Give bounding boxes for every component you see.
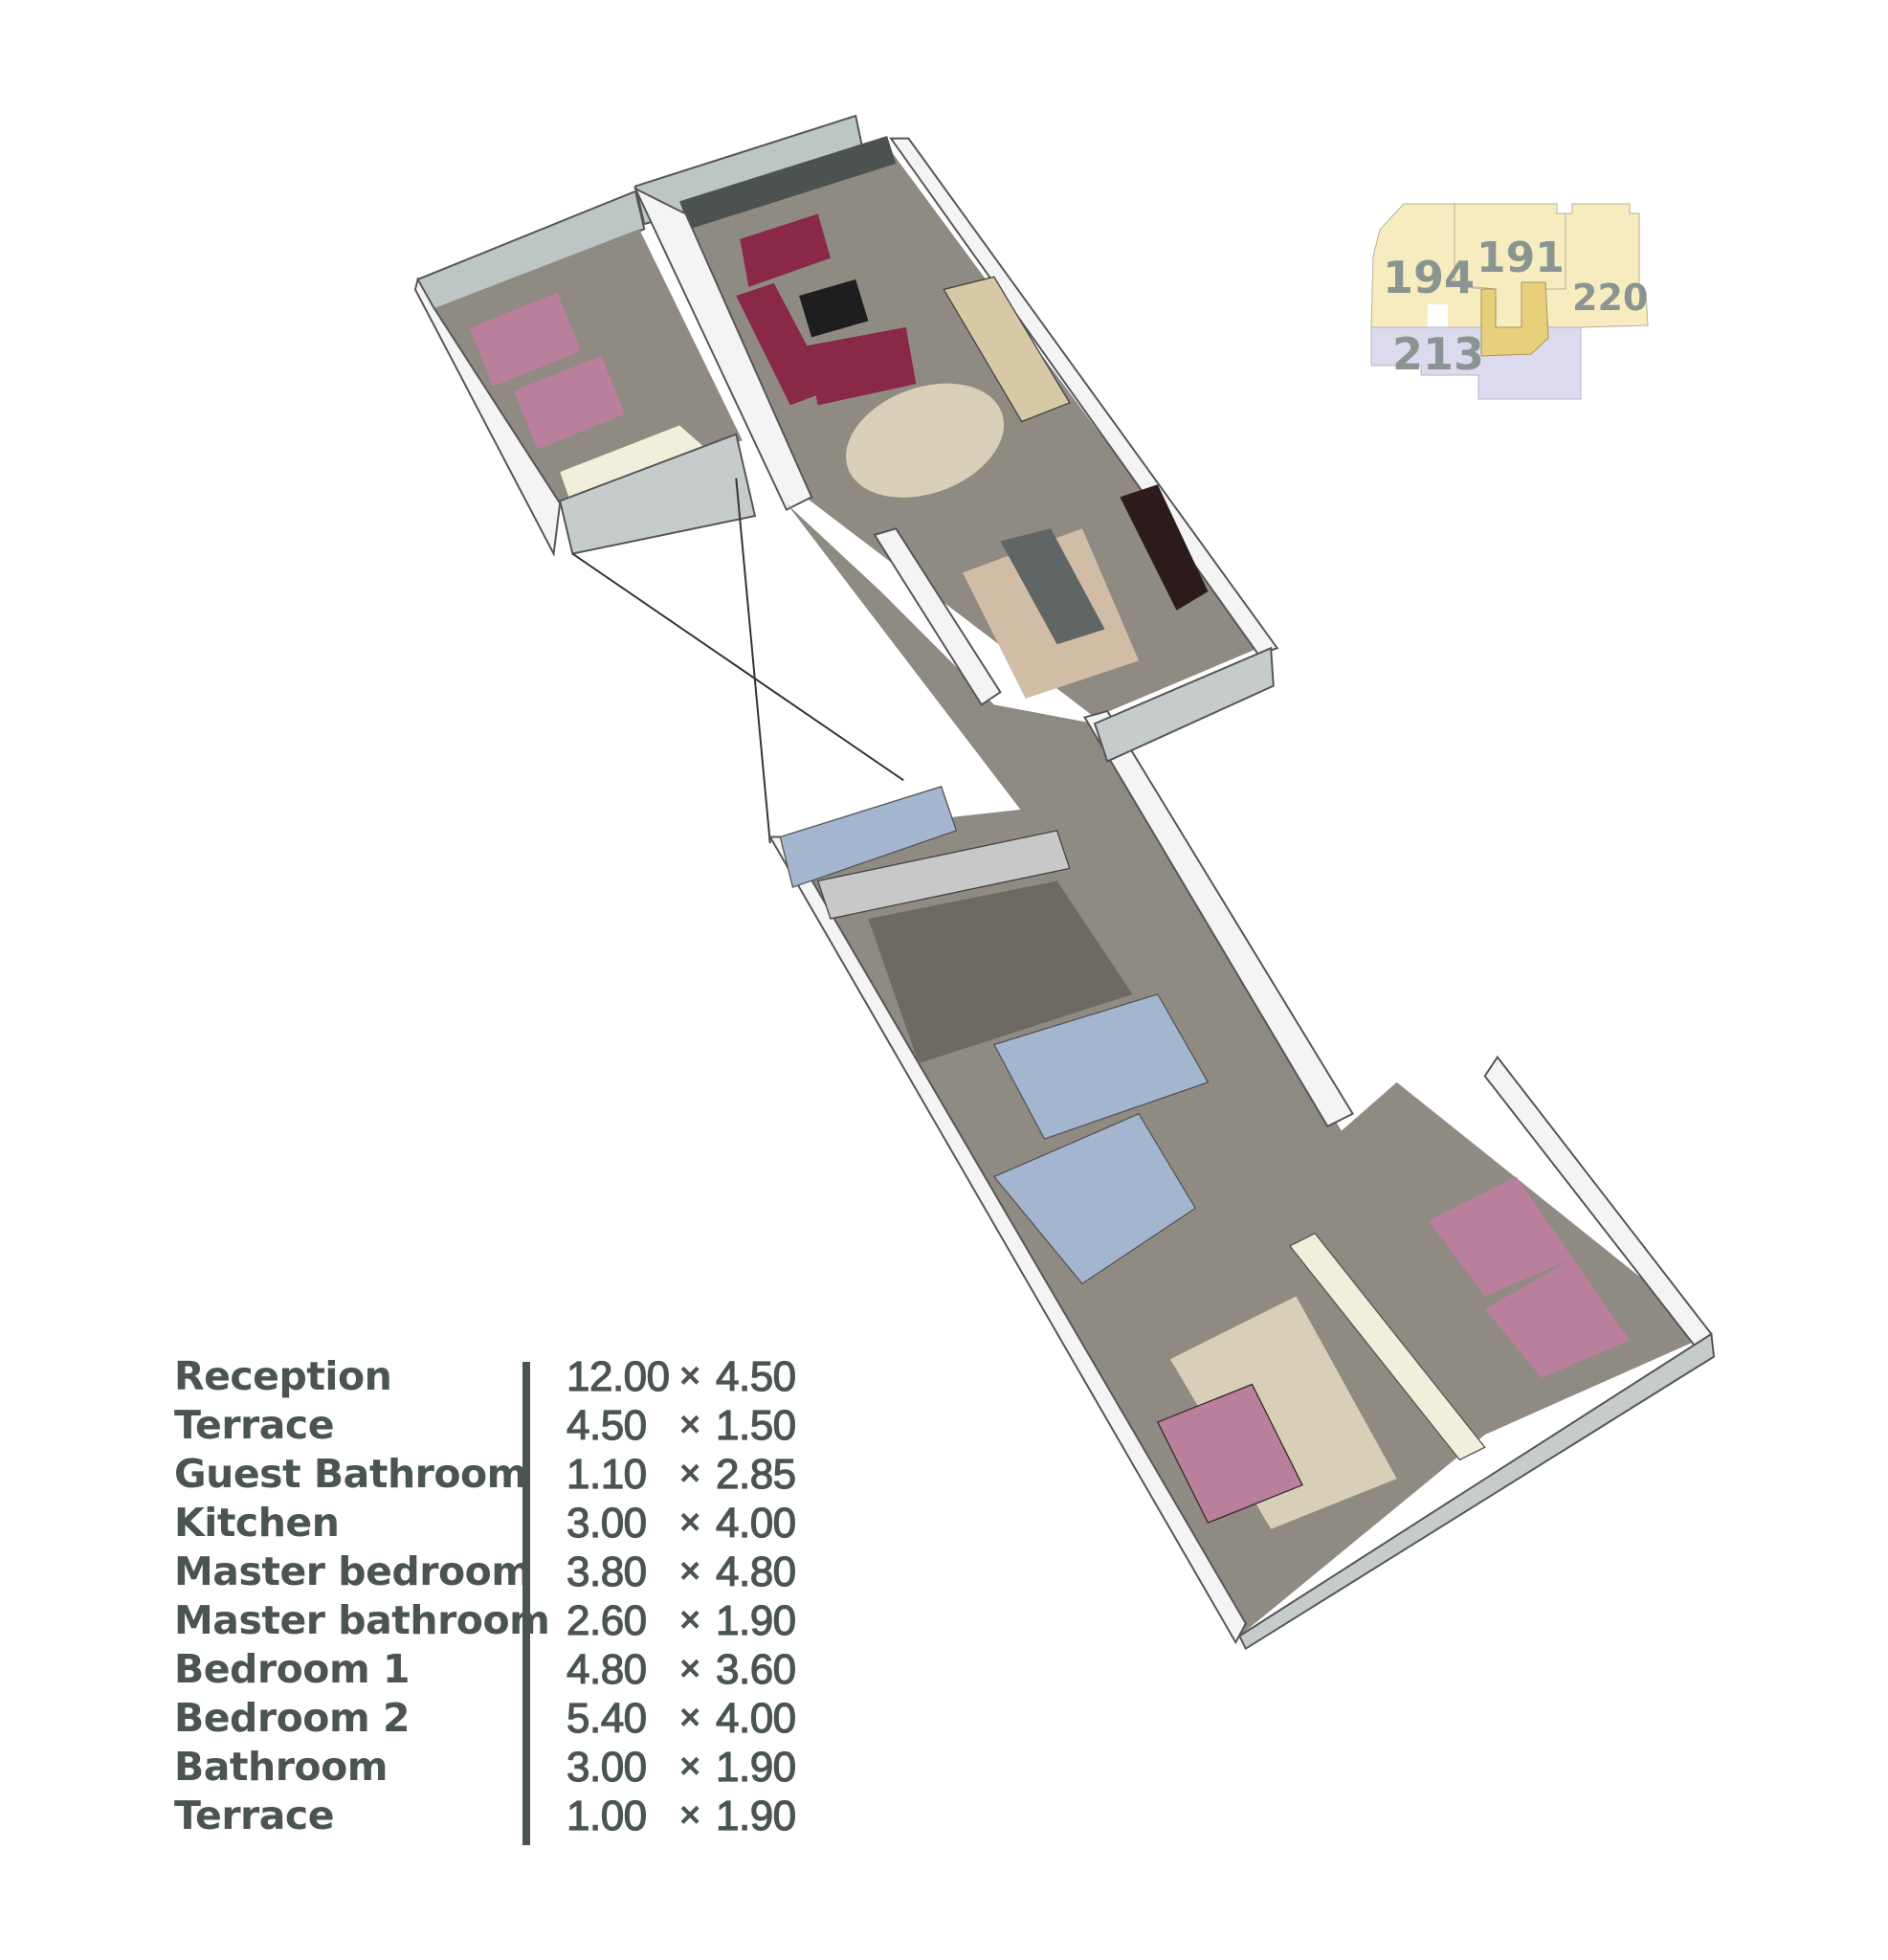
room-length: 4.50: [715, 1352, 796, 1400]
master-bedroom-rug: [1169, 1296, 1397, 1529]
room-width: 3.00: [566, 1743, 647, 1791]
leader-line: [571, 552, 904, 782]
room-length: 4.00: [715, 1499, 796, 1547]
coffee-table: [799, 278, 869, 338]
room-length: 1.90: [715, 1596, 796, 1644]
room-length: 1.50: [715, 1401, 796, 1449]
reception-right-wall: [889, 137, 1279, 656]
key-unit-highlight: [1480, 281, 1549, 357]
room-name: Master bathroom: [174, 1597, 550, 1643]
dining-table: [1000, 528, 1105, 645]
lower-bottom-wall: [1237, 1332, 1716, 1651]
corridor-right-wall: [1083, 709, 1355, 1128]
room-name: Kitchen: [174, 1500, 340, 1546]
room-length: 3.60: [715, 1645, 796, 1693]
reception-left-wall: [633, 187, 813, 511]
room-length: 4.00: [715, 1694, 796, 1742]
room-width: 3.80: [566, 1548, 647, 1595]
room-length: 4.80: [715, 1548, 796, 1595]
room-width: 1.10: [566, 1450, 647, 1498]
key-label-194: 194: [1383, 252, 1475, 303]
bed: [469, 292, 582, 387]
kitchen-counter: [816, 830, 1071, 920]
upper-bedroom-left-wall: [413, 277, 562, 557]
room-width: 1.00: [566, 1792, 647, 1839]
room-name: Terrace: [174, 1402, 335, 1448]
room-width: 4.50: [566, 1401, 647, 1449]
key-plan: 194 191 220 213: [1370, 203, 1649, 400]
room-width: 2.60: [566, 1596, 647, 1644]
times-sign: ×: [679, 1600, 700, 1640]
room-length: 1.90: [715, 1792, 796, 1839]
room-name: Reception: [174, 1353, 392, 1399]
leader-line: [735, 478, 771, 844]
room-width: 5.40: [566, 1694, 647, 1742]
sofa: [740, 213, 831, 287]
times-sign: ×: [679, 1698, 700, 1738]
sofa: [805, 326, 917, 406]
times-sign: ×: [679, 1795, 700, 1836]
room-name: Bathroom: [174, 1744, 388, 1790]
guest-bathroom: [779, 786, 958, 888]
sofa: [736, 282, 831, 406]
room-length: 2.85: [715, 1450, 796, 1498]
corridor-inner-wall: [873, 527, 1002, 706]
room-name: Guest Bathroom: [174, 1451, 527, 1497]
times-sign: ×: [679, 1649, 700, 1689]
bedroom-bed: [1484, 1258, 1630, 1378]
key-void: [1428, 304, 1448, 327]
kitchen-floor: [868, 880, 1133, 1064]
terrace-wall: [1093, 646, 1275, 763]
room-length: 1.90: [715, 1743, 796, 1791]
times-sign: ×: [679, 1551, 700, 1592]
times-sign: ×: [679, 1747, 700, 1787]
master-bathroom: [992, 1112, 1197, 1285]
master-bed: [1156, 1383, 1303, 1524]
room-width: 4.80: [566, 1645, 647, 1693]
room-width: 12.00: [566, 1352, 670, 1400]
bedroom-bed: [1428, 1176, 1573, 1297]
times-sign: ×: [679, 1356, 700, 1396]
room-name: Bedroom 1: [174, 1646, 410, 1692]
table-divider: [522, 1362, 530, 1845]
sideboard: [1120, 484, 1209, 611]
room-name: Master bedroom: [174, 1548, 532, 1594]
upper-bedroom-front-wall: [559, 433, 757, 555]
armchairs: [943, 276, 1071, 423]
times-sign: ×: [679, 1503, 700, 1543]
wardrobe-wall: [1288, 1232, 1486, 1461]
room-width: 3.00: [566, 1499, 647, 1547]
times-sign: ×: [679, 1405, 700, 1445]
rug: [846, 383, 1005, 498]
key-label-220: 220: [1572, 277, 1648, 319]
key-label-213: 213: [1392, 328, 1484, 380]
bed: [513, 355, 626, 450]
wardrobe: [560, 425, 711, 498]
room-name: Bedroom 2: [174, 1695, 410, 1741]
bathroom: [992, 993, 1210, 1140]
times-sign: ×: [679, 1454, 700, 1494]
room-name: Terrace: [174, 1793, 335, 1838]
reception-window-wall: [679, 136, 897, 230]
apartment-3d-plan: [413, 114, 1716, 1651]
key-label-191: 191: [1477, 234, 1565, 282]
